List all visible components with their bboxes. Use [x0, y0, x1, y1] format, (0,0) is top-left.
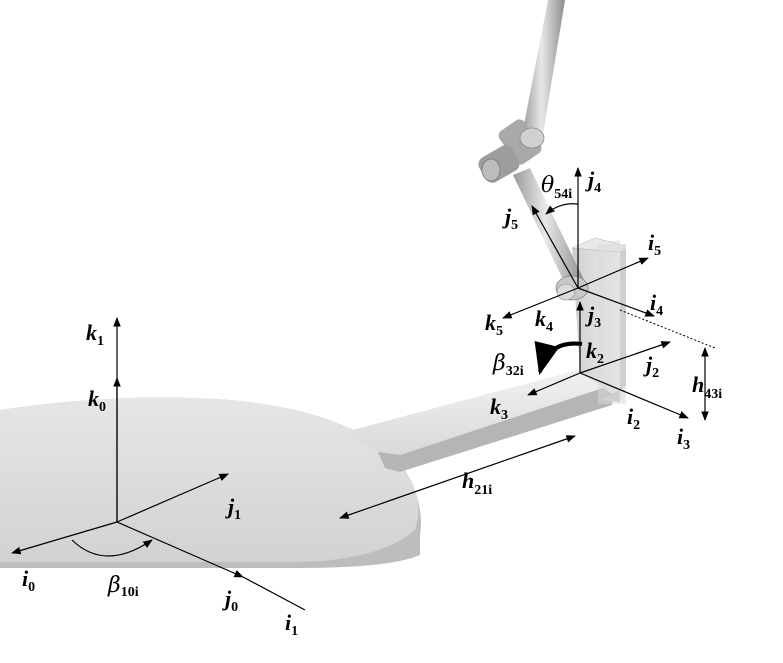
- svg-text:β32i: β32i: [492, 351, 524, 379]
- svg-text:i5: i5: [648, 230, 661, 259]
- svg-text:i4: i4: [650, 290, 663, 319]
- h21-dimension: [339, 435, 576, 519]
- base-frame-axes: [11, 317, 306, 611]
- svg-text:k2: k2: [586, 338, 604, 367]
- svg-text:h21i: h21i: [462, 468, 492, 498]
- svg-text:k0: k0: [88, 386, 106, 415]
- frame4-axes: [502, 167, 655, 319]
- svg-text:θ54i: θ54i: [541, 173, 572, 202]
- svg-text:j5: j5: [502, 204, 518, 233]
- svg-text:k1: k1: [86, 320, 104, 349]
- elbow-joint: [478, 119, 545, 183]
- svg-text:β10i: β10i: [107, 573, 139, 600]
- robot-arm: [478, 0, 589, 301]
- svg-text:j4: j4: [585, 167, 601, 196]
- svg-text:h43i: h43i: [692, 372, 722, 402]
- axis-labels: k1 k0 j1 i0 β10i j0 i1 h21i k3 k2 j2 i2 …: [22, 167, 722, 639]
- svg-text:i1: i1: [285, 610, 298, 639]
- svg-text:k3: k3: [490, 394, 508, 423]
- svg-text:i3: i3: [677, 424, 690, 453]
- svg-text:i2: i2: [627, 404, 640, 433]
- base-disk: [0, 397, 421, 568]
- svg-text:i0: i0: [22, 566, 35, 595]
- svg-text:k5: k5: [485, 310, 503, 339]
- svg-text:j2: j2: [643, 352, 659, 381]
- horizontal-beam: [345, 368, 612, 472]
- frame2-axes: [527, 301, 716, 421]
- svg-text:j0: j0: [222, 586, 238, 615]
- svg-text:j1: j1: [225, 494, 241, 523]
- svg-text:k4: k4: [535, 306, 553, 335]
- svg-text:j3: j3: [585, 302, 601, 331]
